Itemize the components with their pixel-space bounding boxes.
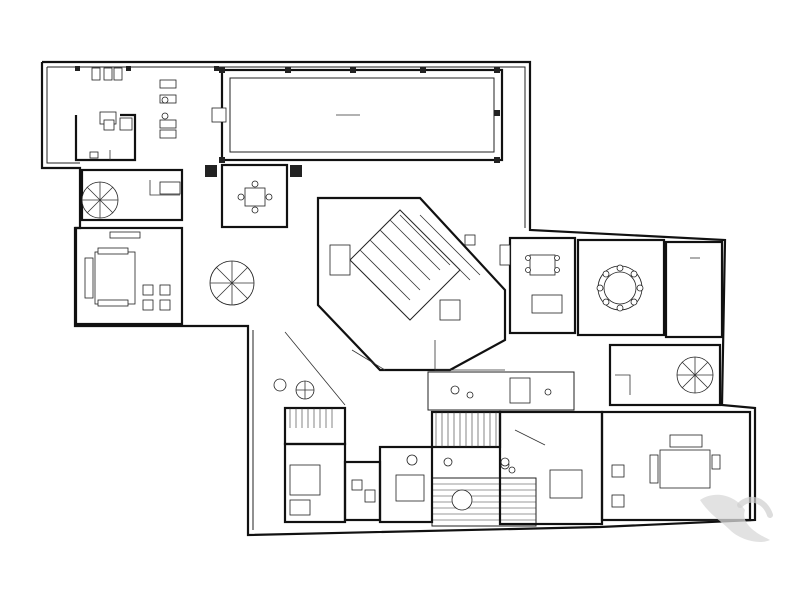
bathroom-top-left xyxy=(74,111,137,162)
storage-room-right xyxy=(664,240,724,339)
exterior-walls xyxy=(40,60,757,537)
brush-stroke-logo xyxy=(700,494,773,542)
gazebo xyxy=(205,163,302,229)
wood-deck xyxy=(431,477,537,527)
bedrooms-bottom-left xyxy=(283,406,434,524)
plant-symbols xyxy=(273,378,510,467)
pool-area xyxy=(219,67,504,163)
living-room-left xyxy=(74,226,184,326)
corridor-middle xyxy=(427,371,575,411)
round-dining-room xyxy=(576,238,666,337)
central-stair-core xyxy=(316,196,507,372)
tree-symbol xyxy=(209,260,255,306)
dining-room xyxy=(499,236,577,335)
study-room xyxy=(498,410,604,526)
spiral-stair-left xyxy=(80,168,184,222)
terrace-top-left xyxy=(75,66,227,139)
spiral-stair-right xyxy=(608,343,722,407)
stair-bottom xyxy=(430,410,502,449)
interior-diagonal-wall xyxy=(284,331,346,406)
